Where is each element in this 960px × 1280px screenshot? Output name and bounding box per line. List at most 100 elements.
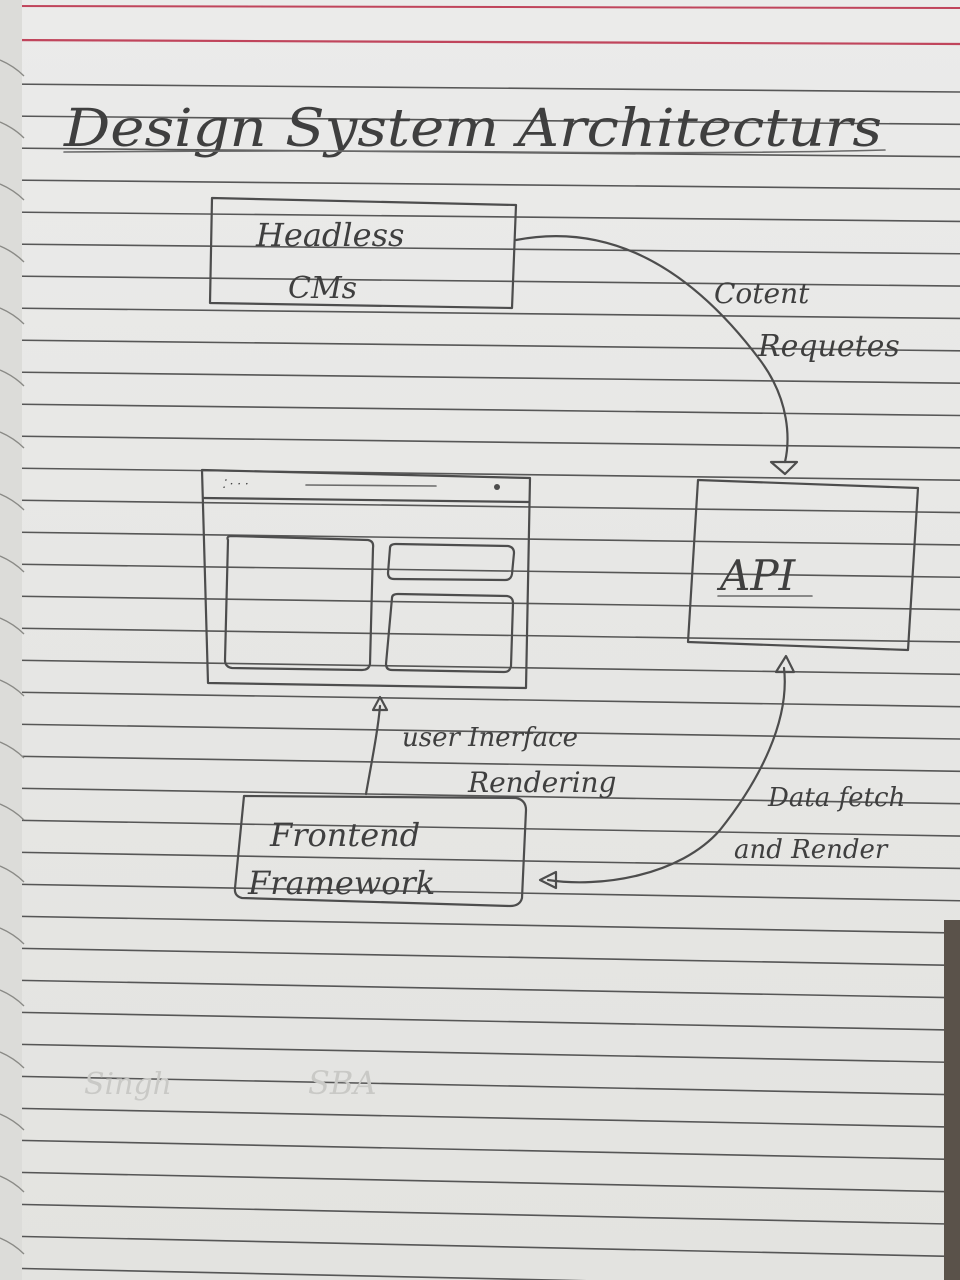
binding-mark xyxy=(0,59,25,77)
frontend-to-ui-arrowhead xyxy=(371,695,389,712)
binding-marks xyxy=(0,59,25,1255)
rule-line xyxy=(0,339,960,352)
rule-line xyxy=(0,1011,960,1031)
title-underline xyxy=(63,149,886,154)
cms-to-api-label-line2: Requetes xyxy=(757,329,900,364)
headless-cms-label-line2: CMs xyxy=(288,271,357,306)
rule-line xyxy=(0,627,960,643)
frontend-to-ui-arrow xyxy=(364,704,382,796)
binding-mark xyxy=(0,1051,25,1069)
rule-line xyxy=(0,307,960,320)
rule-line xyxy=(0,979,960,999)
rule-line xyxy=(0,723,960,740)
headless-cms-label-line1: Headless xyxy=(255,216,404,254)
rule-line xyxy=(0,371,960,384)
rule-line xyxy=(0,659,960,676)
rule-line xyxy=(0,787,960,805)
binding-mark xyxy=(0,369,25,387)
rule-line xyxy=(0,435,960,449)
cms-to-api-arrowhead xyxy=(769,460,799,476)
rule-line xyxy=(0,819,960,837)
rule-line xyxy=(0,1235,960,1258)
api-frontend-edge: Data fetch and Render xyxy=(538,654,905,890)
api-frontend-label-line1: Data fetch xyxy=(767,783,905,813)
ui-panel-left xyxy=(223,534,375,672)
binding-edge xyxy=(0,0,22,1280)
diagram-title: Design System Architecturs xyxy=(63,99,882,159)
api-node: API xyxy=(686,478,920,652)
faint-mark-right: SBA xyxy=(308,1064,377,1102)
binding-mark xyxy=(0,741,25,759)
rule-line xyxy=(0,211,960,223)
binding-mark xyxy=(0,989,25,1007)
rule-line xyxy=(0,115,960,126)
browser-titlebar-divider xyxy=(201,496,531,504)
ui-panel-top-right xyxy=(386,542,516,582)
rule-line xyxy=(0,499,960,514)
ui-browser-window: ⁚ · · · xyxy=(200,468,532,690)
api-frontend-arrowhead-top xyxy=(774,654,796,674)
binding-mark xyxy=(0,803,25,821)
margin-line-top xyxy=(0,5,960,9)
browser-address-bar xyxy=(305,484,437,487)
binding-mark xyxy=(0,245,25,263)
margin-line-second xyxy=(0,38,960,46)
rule-line xyxy=(0,1107,960,1128)
rule-line xyxy=(0,563,960,579)
rule-line xyxy=(0,947,960,967)
api-frontend-arrowhead-bottom xyxy=(538,870,558,890)
binding-mark xyxy=(0,307,25,325)
browser-dot-icon xyxy=(494,484,500,490)
rule-lines xyxy=(0,83,960,1280)
rule-line xyxy=(0,595,960,611)
rule-line xyxy=(0,915,960,934)
rule-line xyxy=(0,243,960,255)
frontend-framework-box xyxy=(233,794,528,908)
rule-line xyxy=(0,403,960,417)
rule-line xyxy=(0,1043,960,1064)
headless-cms-node: Headless CMs xyxy=(208,196,518,310)
rule-line xyxy=(0,691,960,708)
frontend-framework-label-line2: Framework xyxy=(247,864,435,902)
rule-line xyxy=(0,1203,960,1226)
rule-line xyxy=(0,1139,960,1161)
frontend-to-ui-label-line1: user Inerface xyxy=(402,723,578,753)
headless-cms-box xyxy=(208,196,518,310)
frontend-to-ui-edge: user Inerface Rendering xyxy=(364,695,616,799)
frontend-framework-label-line1: Frontend xyxy=(269,816,420,854)
faint-mark-left: Singh xyxy=(84,1067,172,1102)
rule-line xyxy=(0,1267,587,1280)
binding-mark xyxy=(0,1113,25,1131)
binding-mark xyxy=(0,1237,25,1255)
binding-mark xyxy=(0,431,25,449)
cms-to-api-edge: Cotent Requetes xyxy=(514,235,900,476)
binding-mark xyxy=(0,1175,25,1193)
cms-to-api-arrow xyxy=(514,235,789,464)
rule-line xyxy=(0,851,960,870)
rule-line xyxy=(0,275,960,287)
page-shadow-right xyxy=(944,920,960,1280)
binding-mark xyxy=(0,555,25,573)
rule-line xyxy=(0,883,960,902)
rule-line xyxy=(0,179,960,190)
browser-window-controls: ⁚ · · · xyxy=(222,477,249,491)
binding-mark xyxy=(0,927,25,945)
frontend-to-ui-label-line2: Rendering xyxy=(467,766,616,799)
rule-line xyxy=(0,755,960,773)
rule-line xyxy=(0,467,960,481)
binding-mark xyxy=(0,865,25,883)
binding-mark xyxy=(0,617,25,635)
rule-line xyxy=(0,83,960,93)
binding-mark xyxy=(0,121,25,139)
rule-line xyxy=(0,531,960,546)
rule-line xyxy=(0,1075,960,1096)
rule-line xyxy=(0,1171,960,1193)
cms-to-api-label-line1: Cotent xyxy=(714,277,810,310)
api-label: API xyxy=(716,551,797,600)
ui-panel-bottom-right xyxy=(384,592,515,674)
browser-frame xyxy=(200,468,532,690)
frontend-framework-node: Frontend Framework xyxy=(233,794,528,908)
